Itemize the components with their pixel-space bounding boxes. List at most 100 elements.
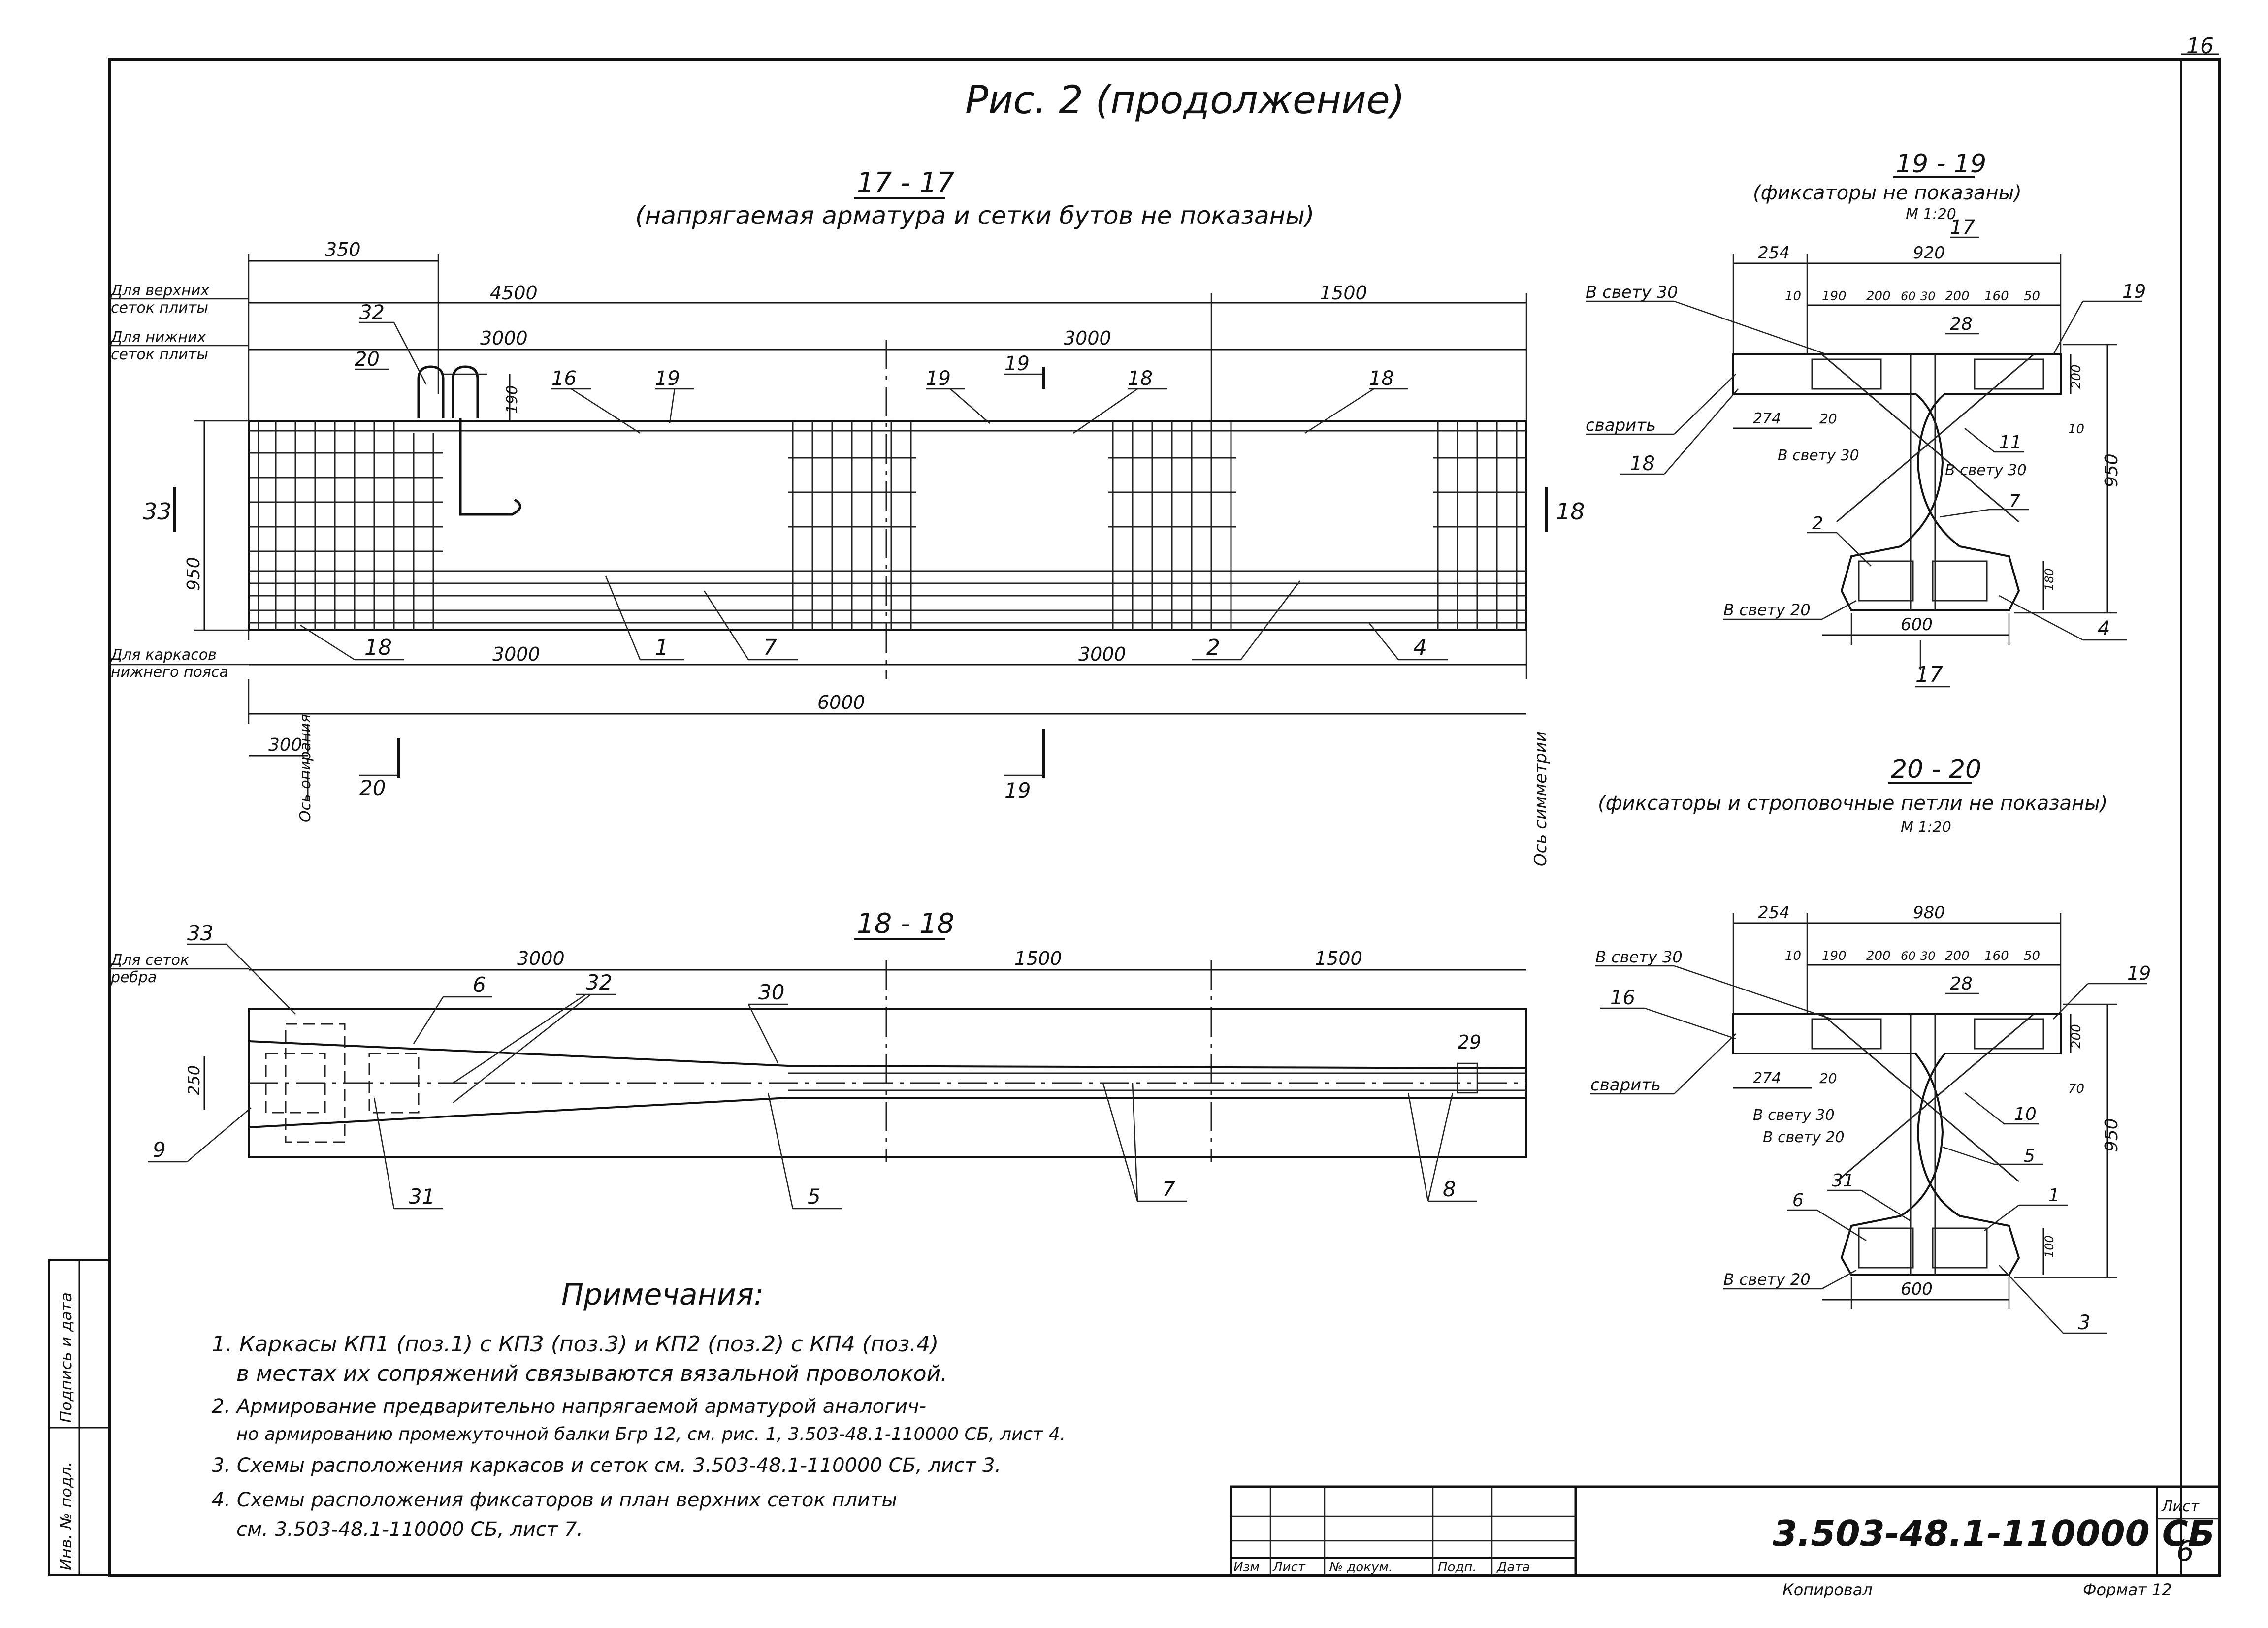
dim-3000-c: 3000 xyxy=(492,643,540,665)
note-1b: в местах их сопряжений связываются вязал… xyxy=(236,1361,947,1386)
label-upper-slab-mesh-1: Для верхних xyxy=(110,282,209,299)
s19-note-clear30-a: В свету 30 xyxy=(1586,283,1678,302)
dim-950: 950 xyxy=(184,557,204,591)
notes-heading: Примечания: xyxy=(561,1277,764,1312)
s19-dim-950: 950 xyxy=(2102,453,2122,487)
s19-row-200a: 200 xyxy=(1866,289,1891,304)
callout-18-8: 8 xyxy=(1443,1177,1456,1201)
stamp-col-signed: Подп. xyxy=(1438,1560,1477,1575)
section-mark-19: 19 xyxy=(1004,778,1031,802)
section-20-subtitle: (фиксаторы и строповочные петли не показ… xyxy=(1598,792,2107,815)
section-19-mark-top: 17 xyxy=(1950,216,1975,239)
s20-row-200a: 200 xyxy=(1866,949,1891,963)
notes-block: Примечания: 1. Каркасы КП1 (поз.1) с КП3… xyxy=(212,1277,1066,1541)
section-17-subtitle: (напрягаемая арматура и сетки бутов не п… xyxy=(635,201,1314,230)
section-mark-18-right: 18 xyxy=(1556,498,1585,525)
callout-19-c: 19 xyxy=(1004,352,1030,375)
s20-callout-3: 3 xyxy=(2078,1311,2090,1334)
section-20-20: 20 - 20 (фиксаторы и строповочные петли … xyxy=(1590,755,2151,1334)
stamp-col-change: Изм xyxy=(1233,1560,1260,1575)
s19-callout-4: 4 xyxy=(2098,617,2110,640)
callout-2: 2 xyxy=(1206,635,1220,660)
section-18-title: 18 - 18 xyxy=(857,908,954,940)
dim-18-1500-b: 1500 xyxy=(1315,948,1362,969)
callout-18-9: 9 xyxy=(153,1138,166,1162)
callout-18-30: 30 xyxy=(758,980,784,1004)
document-code: 3.503-48.1-110000 СБ xyxy=(1773,1513,2215,1554)
s20-callout-19: 19 xyxy=(2127,962,2151,984)
dim-3000-a: 3000 xyxy=(480,327,528,349)
callout-18-a: 18 xyxy=(1128,367,1153,390)
s19-row-190: 190 xyxy=(1822,289,1847,304)
mid-cage-3 xyxy=(1433,421,1526,630)
callout-18-32: 32 xyxy=(586,970,612,994)
title-block: Изм Лист № докум. Подп. Дата 3.503-48.1-… xyxy=(1230,1485,2221,1599)
s19-dim-180: 180 xyxy=(2042,568,2056,591)
callout-19-a: 19 xyxy=(655,367,680,390)
s20-callout-28: 28 xyxy=(1950,974,1973,994)
axis-support-label: Ось опирания xyxy=(297,714,314,822)
note-2b: но армированию промежуточной балки Бгр 1… xyxy=(236,1424,1066,1444)
sheet-label: Лист xyxy=(2161,1498,2200,1515)
s19-callout-19: 19 xyxy=(2122,281,2146,302)
s20-row-60: 60 xyxy=(1901,949,1916,963)
label-lower-chord-1: Для каркасов xyxy=(110,646,217,664)
label-upper-slab-mesh-2: сеток плиты xyxy=(111,299,208,317)
dim-6000: 6000 xyxy=(817,692,865,713)
s20-dim-254: 254 xyxy=(1758,903,1790,923)
s20-note-clear30-a: В свету 30 xyxy=(1595,948,1683,966)
s20-row-160: 160 xyxy=(1984,949,2009,963)
s20-row-10: 10 xyxy=(1785,949,1801,963)
callout-20-top: 20 xyxy=(355,348,380,371)
callout-18-6: 6 xyxy=(473,973,486,997)
axis-symmetry-label: Ось симметрии xyxy=(1531,731,1551,866)
s20-dim-200: 200 xyxy=(2069,1024,2084,1049)
callout-32: 32 xyxy=(359,301,385,324)
s19-row-10: 10 xyxy=(1785,289,1801,304)
sheet-corner-number: 16 xyxy=(2186,33,2214,59)
dim-3000-d: 3000 xyxy=(1078,643,1126,665)
s20-note-clear20-a: В свету 20 xyxy=(1763,1129,1845,1146)
dim-250: 250 xyxy=(185,1065,203,1095)
dim-18-1500-a: 1500 xyxy=(1014,948,1062,969)
section-20-scale: М 1:20 xyxy=(1901,819,1951,836)
note-4b: см. 3.503-48.1-110000 СБ, лист 7. xyxy=(236,1518,583,1541)
dim-1500: 1500 xyxy=(1320,282,1367,304)
section-19-mark-bottom: 17 xyxy=(1915,662,1943,687)
s20-note-clear20-b: В свету 20 xyxy=(1723,1270,1811,1289)
s19-dim-254: 254 xyxy=(1758,243,1790,263)
s19-row-160: 160 xyxy=(1984,289,2009,304)
side-stamp-signature: Подпись и дата xyxy=(57,1292,75,1423)
format-label: Формат 12 xyxy=(2083,1580,2172,1599)
s19-note-clear30-c: В свету 30 xyxy=(1945,462,2027,479)
s20-callout-6: 6 xyxy=(1792,1190,1804,1211)
s20-dim-600: 600 xyxy=(1901,1279,1933,1299)
callout-18-5: 5 xyxy=(808,1184,821,1209)
s20-row-50: 50 xyxy=(2024,949,2040,963)
s20-dim-950: 950 xyxy=(2102,1118,2122,1152)
s19-dim-274: 274 xyxy=(1753,410,1781,427)
dim-190: 190 xyxy=(504,385,521,414)
s20-row-190: 190 xyxy=(1822,949,1847,963)
section-mark-20: 20 xyxy=(359,776,386,800)
section-19-scale: М 1:20 xyxy=(1906,206,1956,223)
section-mark-18-left: 33 xyxy=(143,498,172,525)
callout-4: 4 xyxy=(1413,635,1427,660)
s19-callout-28: 28 xyxy=(1950,314,1973,334)
s20-dim-100: 100 xyxy=(2042,1235,2056,1258)
callout-7: 7 xyxy=(763,635,777,660)
dim-4500: 4500 xyxy=(490,282,538,304)
figure-title: Рис. 2 (продолжение) xyxy=(965,78,1405,123)
s19-dim-920: 920 xyxy=(1913,243,1945,263)
end-zone-mesh xyxy=(249,421,443,630)
dim-350: 350 xyxy=(325,239,361,260)
s20-callout-31: 31 xyxy=(1832,1171,1854,1191)
callout-18-29: 29 xyxy=(1458,1031,1481,1053)
s20-dim-980: 980 xyxy=(1913,903,1945,923)
section-19-subtitle: (фиксаторы не показаны) xyxy=(1753,182,2022,204)
s19-row-60: 60 xyxy=(1901,289,1916,303)
s20-note-clear30-b: В свету 30 xyxy=(1753,1107,1835,1124)
s20-callout-16: 16 xyxy=(1610,987,1635,1009)
s19-dim-600: 600 xyxy=(1901,615,1933,635)
